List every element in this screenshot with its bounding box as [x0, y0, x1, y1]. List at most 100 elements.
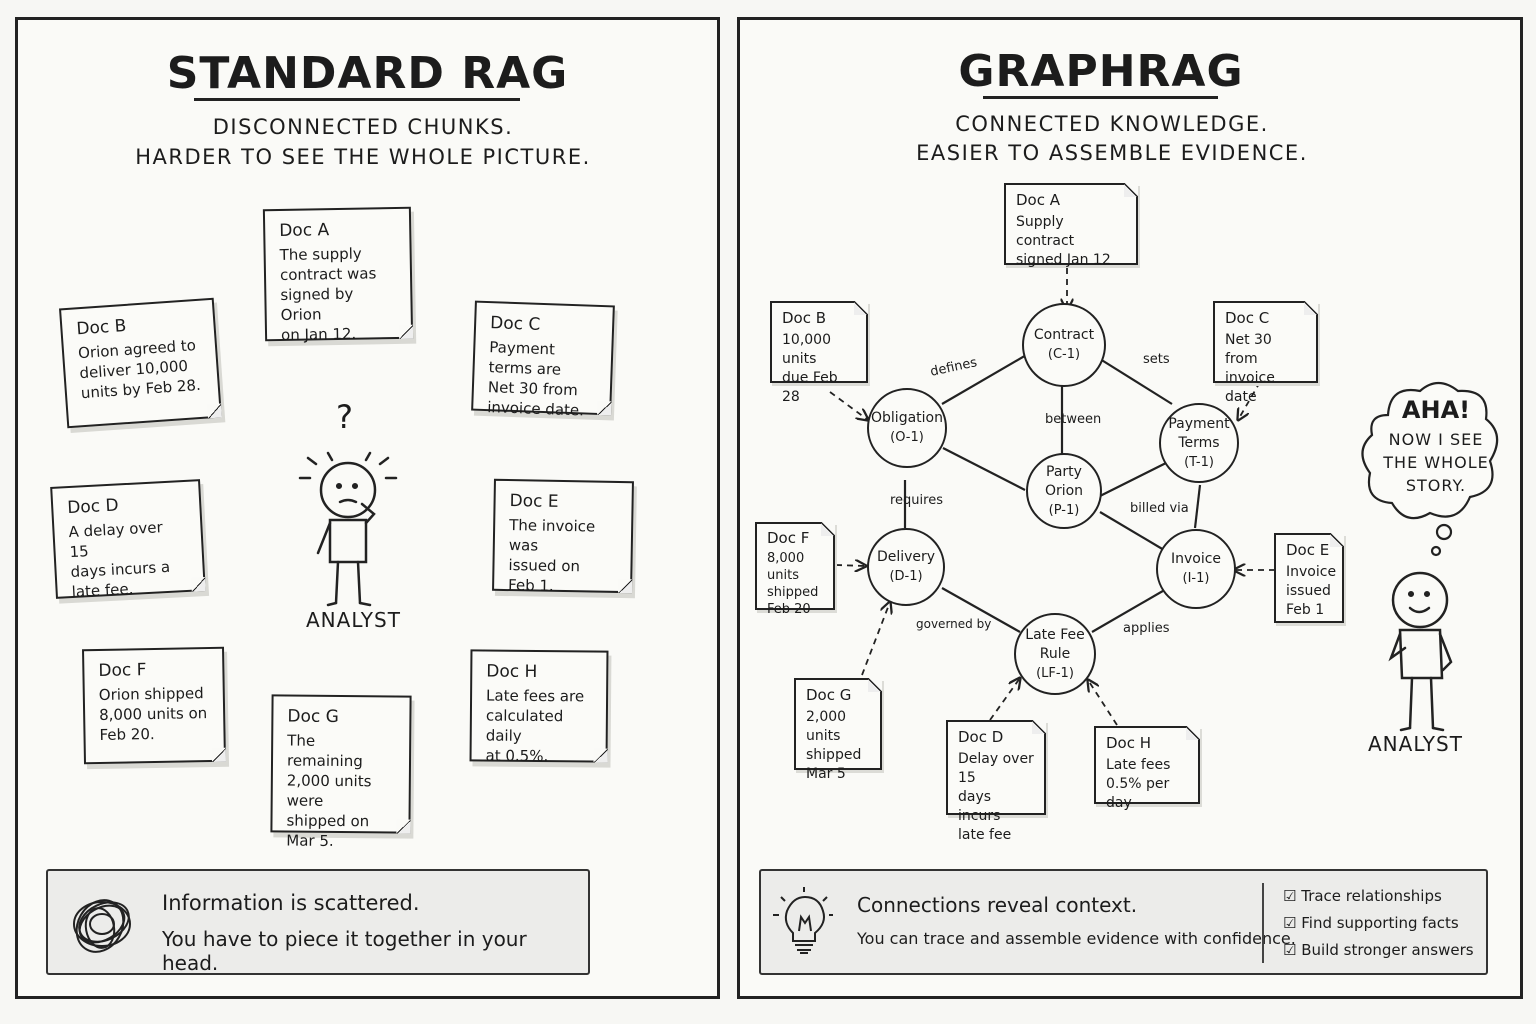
node-payment-terms: Payment Terms (T-1) — [1159, 403, 1239, 483]
graph-doc-g-text: 2,000 units shipped Mar 5 — [806, 709, 862, 782]
checkbox-checked-icon: ☑ — [1283, 887, 1297, 905]
knowledge-graph-edges — [829, 268, 1275, 726]
edge-payment-party — [1099, 459, 1173, 497]
checklist-item: ☑ Build stronger answers — [1283, 937, 1474, 964]
checklist-item: ☑ Find supporting facts — [1283, 910, 1474, 937]
subtitle-line-1: DISCONNECTED CHUNKS. — [212, 115, 514, 139]
thought-bubble-icon — [1361, 381, 1499, 557]
left-footer-line-1: Information is scattered. — [162, 891, 420, 915]
edge-label-billed-via: billed via — [1130, 501, 1189, 516]
doc-c-title: Doc C — [489, 313, 541, 335]
subtitle-line-1: CONNECTED KNOWLEDGE. — [955, 112, 1269, 136]
graph-doc-b-title: Doc B — [782, 309, 827, 327]
doc-a-text: The supply contract was signed by Orion … — [279, 244, 377, 345]
link-docc-payment — [1238, 381, 1261, 420]
node-delivery-name: Delivery — [876, 549, 936, 565]
checklist-item-label: Trace relationships — [1301, 887, 1442, 905]
lightbulb-icon — [773, 887, 833, 954]
doc-e-note: Doc E The invoice was issued on Feb 1. — [492, 478, 634, 595]
subtitle-line-2: HARDER TO SEE THE WHOLE PICTURE. — [135, 145, 591, 169]
edge-delivery-latefee — [941, 587, 1021, 633]
link-docb-obligation — [829, 391, 868, 420]
right-footer-line-2: You can trace and assemble evidence with… — [857, 929, 1296, 948]
right-footer-box: Connections reveal context. You can trac… — [759, 869, 1488, 975]
node-invoice-id: (I-1) — [1182, 571, 1210, 586]
checklist-item-label: Find supporting facts — [1301, 914, 1459, 932]
thought-line-1: AHA! — [1401, 396, 1471, 424]
graph-doc-h-text: Late fees 0.5% per day — [1106, 757, 1171, 811]
edge-label-sets: sets — [1143, 352, 1170, 367]
node-invoice: Invoice (I-1) — [1156, 529, 1236, 609]
node-party-orion: Party Orion (P-1) — [1026, 453, 1102, 529]
checklist-item-label: Build stronger answers — [1301, 941, 1474, 959]
analyst-label-left: ANALYST — [306, 608, 401, 632]
node-late-fee-rule-id: (LF-1) — [1036, 665, 1074, 681]
doc-h-note: Doc H Late fees are calculated daily at … — [469, 649, 609, 765]
tangled-scribble-icon — [73, 899, 131, 953]
left-footer-box: Information is scattered. You have to pi… — [46, 869, 590, 975]
link-docg-delivery — [861, 602, 890, 676]
node-late-fee-rule-name: Late Fee Rule — [1025, 626, 1085, 662]
node-contract-name: Contract — [1033, 327, 1095, 343]
node-late-fee-rule: Late Fee Rule (LF-1) — [1014, 613, 1096, 695]
edge-payment-invoice — [1193, 484, 1202, 529]
thought-line-4: STORY. — [1405, 476, 1467, 495]
graph-doc-d-text: Delay over 15 days incurs late fee — [958, 751, 1034, 843]
graph-doc-d-title: Doc D — [958, 728, 1004, 746]
graph-doc-c-title: Doc C — [1225, 309, 1270, 327]
node-delivery: Delivery (D-1) — [867, 528, 945, 606]
doc-e-title: Doc E — [509, 491, 559, 512]
benefits-checklist: ☑ Trace relationships ☑ Find supporting … — [1283, 883, 1474, 964]
edge-label-requires: requires — [890, 493, 943, 508]
doc-b-note: Doc B Orion agreed to deliver 10,000 uni… — [59, 297, 222, 429]
graph-doc-g-note: Doc G 2,000 units shipped Mar 5 — [794, 678, 882, 782]
doc-g-text: The remaining 2,000 units were shipped o… — [286, 731, 372, 850]
left-footer-line-2: You have to piece it together in your he… — [162, 927, 527, 975]
thought-line-3: THE WHOLE — [1383, 453, 1489, 472]
edge-label-governed-by: governed by — [916, 617, 992, 631]
doc-d-title: Doc D — [66, 495, 120, 519]
graph-doc-f-note: Doc F 8,000 units shipped Feb 20 — [755, 522, 835, 617]
doc-b-text: Orion agreed to deliver 10,000 units by … — [77, 336, 202, 403]
graph-doc-f-title: Doc F — [767, 529, 810, 547]
graph-doc-h-note: Doc H Late fees 0.5% per day — [1094, 726, 1200, 811]
node-contract: Contract (C-1) — [1022, 303, 1106, 387]
doc-f-note: Doc F Orion shipped 8,000 units on Feb 2… — [82, 646, 226, 765]
subtitle-line-2: EASIER TO ASSEMBLE EVIDENCE. — [916, 141, 1308, 165]
graph-doc-a-text: Supply contract signed Jan 12 — [1016, 214, 1111, 268]
node-obligation: Obligation (O-1) — [867, 388, 947, 468]
doc-c-text: Payment terms are Net 30 from invoice da… — [486, 338, 585, 420]
doc-c-note: Doc C Payment terms are Net 30 from invo… — [471, 300, 615, 419]
graph-doc-f-text: 8,000 units shipped Feb 20 — [767, 551, 819, 617]
thought-line-2: NOW I SEE — [1388, 430, 1484, 449]
confused-analyst-figure: ? — [288, 398, 408, 628]
graph-doc-e-text: Invoice issued Feb 1 — [1286, 564, 1337, 618]
node-obligation-id: (O-1) — [890, 430, 924, 445]
doc-a-note: Doc A The supply contract was signed by … — [262, 206, 414, 345]
link-docd-latefee — [989, 678, 1020, 721]
graphrag-title: GRAPHRAG — [958, 46, 1244, 97]
edge-label-between: between — [1045, 412, 1102, 427]
graph-doc-c-note: Doc C Net 30 from invoice date — [1213, 301, 1318, 405]
title-underline — [983, 96, 1218, 99]
doc-d-note: Doc D A delay over 15 days incurs a late… — [50, 479, 206, 602]
node-obligation-name: Obligation — [871, 410, 943, 426]
confused-stick-figure-icon — [298, 451, 398, 607]
graph-doc-a-title: Doc A — [1016, 191, 1061, 209]
graphrag-panel: GRAPHRAG CONNECTED KNOWLEDGE. EASIER TO … — [737, 17, 1523, 999]
graph-doc-h-title: Doc H — [1106, 734, 1152, 752]
doc-d-text: A delay over 15 days incurs a late fee. — [68, 518, 171, 602]
graph-doc-a-note: Doc A Supply contract signed Jan 12 — [1004, 183, 1138, 268]
graph-doc-b-text: 10,000 units due Feb 28 — [782, 332, 838, 405]
node-payment-terms-name: Payment Terms — [1168, 415, 1230, 451]
edge-party-invoice — [1099, 511, 1165, 551]
doc-h-title: Doc H — [486, 661, 538, 682]
edge-contract-payment — [1091, 353, 1173, 405]
doc-e-text: The invoice was issued on Feb 1. — [507, 516, 596, 595]
doc-a-title: Doc A — [279, 220, 330, 242]
checkbox-checked-icon: ☑ — [1283, 941, 1297, 959]
edge-contract-obligation — [941, 353, 1029, 405]
edge-invoice-latefee — [1091, 587, 1169, 633]
link-docf-delivery — [835, 565, 866, 566]
title-underline — [194, 98, 520, 101]
